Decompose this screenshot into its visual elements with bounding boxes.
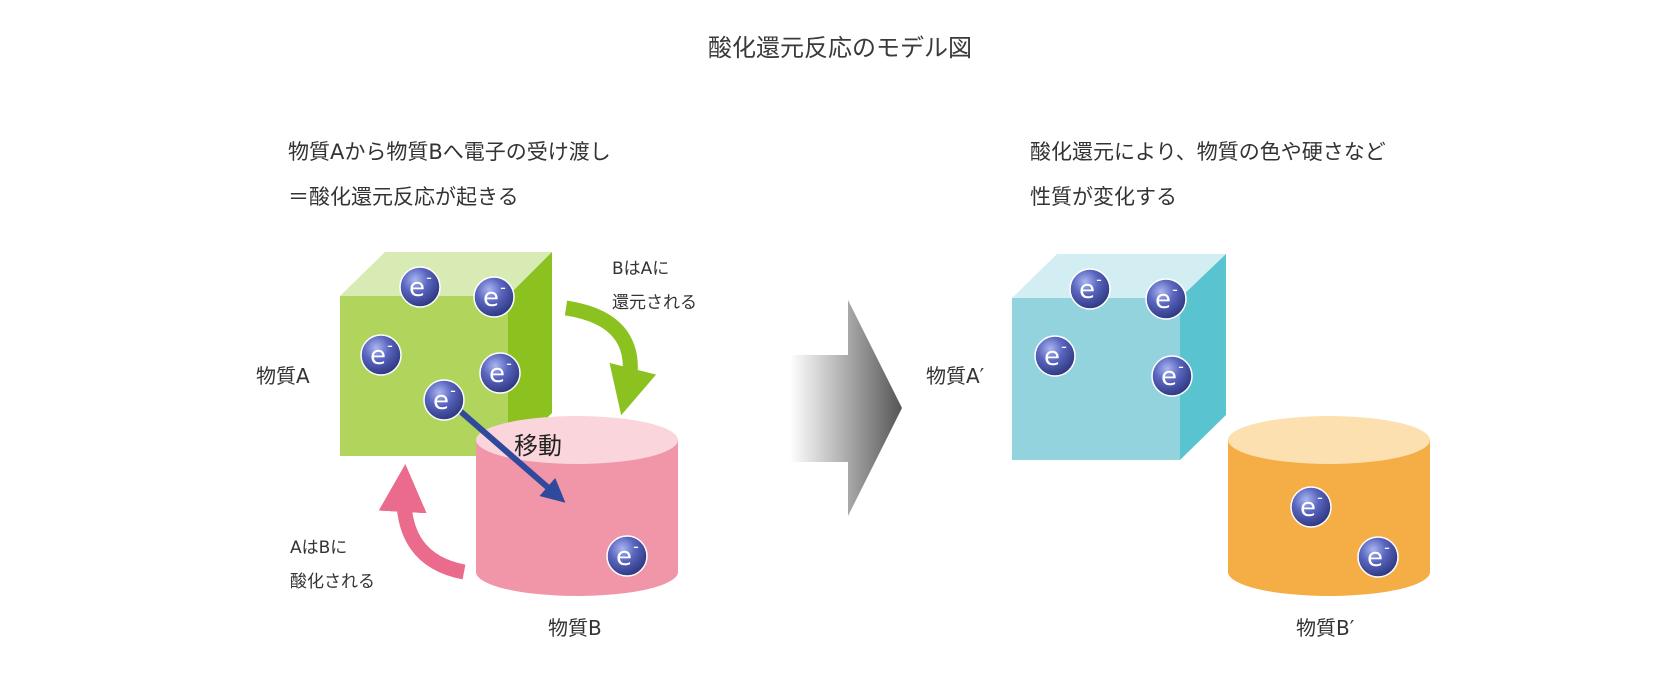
cylinder-b-prime [1228,416,1430,596]
svg-text:-: - [426,268,432,287]
svg-text:-: - [500,278,506,297]
svg-text:-: - [387,336,393,355]
svg-text:-: - [1061,337,1067,356]
svg-text:-: - [1096,270,1102,289]
cylinder-b [476,416,678,596]
svg-text:e: e [1300,493,1316,523]
left-caption-line1: 物質Aから物質Bへ電子の受け渡し [288,140,611,164]
move-arrow [450,401,566,503]
electron: e- [1151,355,1193,397]
electrons: e-e-e-e-e-e-e-e-e-e-e-e- [360,266,1399,578]
svg-text:-: - [506,354,512,373]
electron: e- [399,266,441,308]
electron: e- [423,379,465,421]
electron: e- [1290,486,1332,528]
reduced-label-line2: 還元される [612,293,697,313]
left-caption-line2: ＝酸化還元反応が起きる [288,185,519,209]
svg-text:-: - [633,537,639,556]
svg-text:e: e [483,283,499,313]
right-caption-line2: 性質が変化する [1030,185,1177,209]
substance-b-label: 物質B [548,616,602,640]
electron: e- [1069,268,1111,310]
svg-text:-: - [1317,488,1323,507]
electron: e- [1145,278,1187,320]
svg-text:e: e [616,542,632,572]
electron: e- [360,334,402,376]
svg-text:-: - [450,381,456,400]
electron: e- [473,276,515,318]
svg-text:e: e [409,273,425,303]
electron: e- [1034,335,1076,377]
transition-arrow [790,300,902,516]
cube-a-prime-side [1180,254,1226,460]
svg-text:e: e [1367,543,1383,573]
cylinder-b-top [476,416,678,464]
electron: e- [479,352,521,394]
page-title: 酸化還元反応のモデル図 [708,34,972,62]
cylinder-b-prime-top [1228,416,1430,464]
reduced-label-line1: BはAに [612,259,670,279]
electron: e- [1357,536,1399,578]
svg-text:e: e [1155,285,1171,315]
substance-a-prime-label: 物質A′ [926,364,985,388]
svg-text:-: - [1384,538,1390,557]
svg-text:-: - [1172,280,1178,299]
oxidize-arrow [378,464,466,580]
move-label: 移動 [514,432,562,460]
substance-b-prime-label: 物質B′ [1296,616,1355,640]
svg-text:e: e [489,359,505,389]
svg-text:e: e [370,341,386,371]
substance-a-label: 物質A [256,364,310,388]
svg-text:-: - [1178,357,1184,376]
svg-text:e: e [1044,342,1060,372]
oxidized-label-line2: 酸化される [290,572,375,592]
svg-text:e: e [433,386,449,416]
svg-text:e: e [1161,362,1177,392]
cube-a-prime [1012,254,1226,460]
svg-text:e: e [1079,275,1095,305]
right-caption-line1: 酸化還元により、物質の色や硬さなど [1030,140,1386,164]
oxidized-label-line1: AはBに [290,538,348,558]
cube-a-side [508,252,552,456]
electron: e- [606,535,648,577]
reduce-arrow [564,300,657,416]
